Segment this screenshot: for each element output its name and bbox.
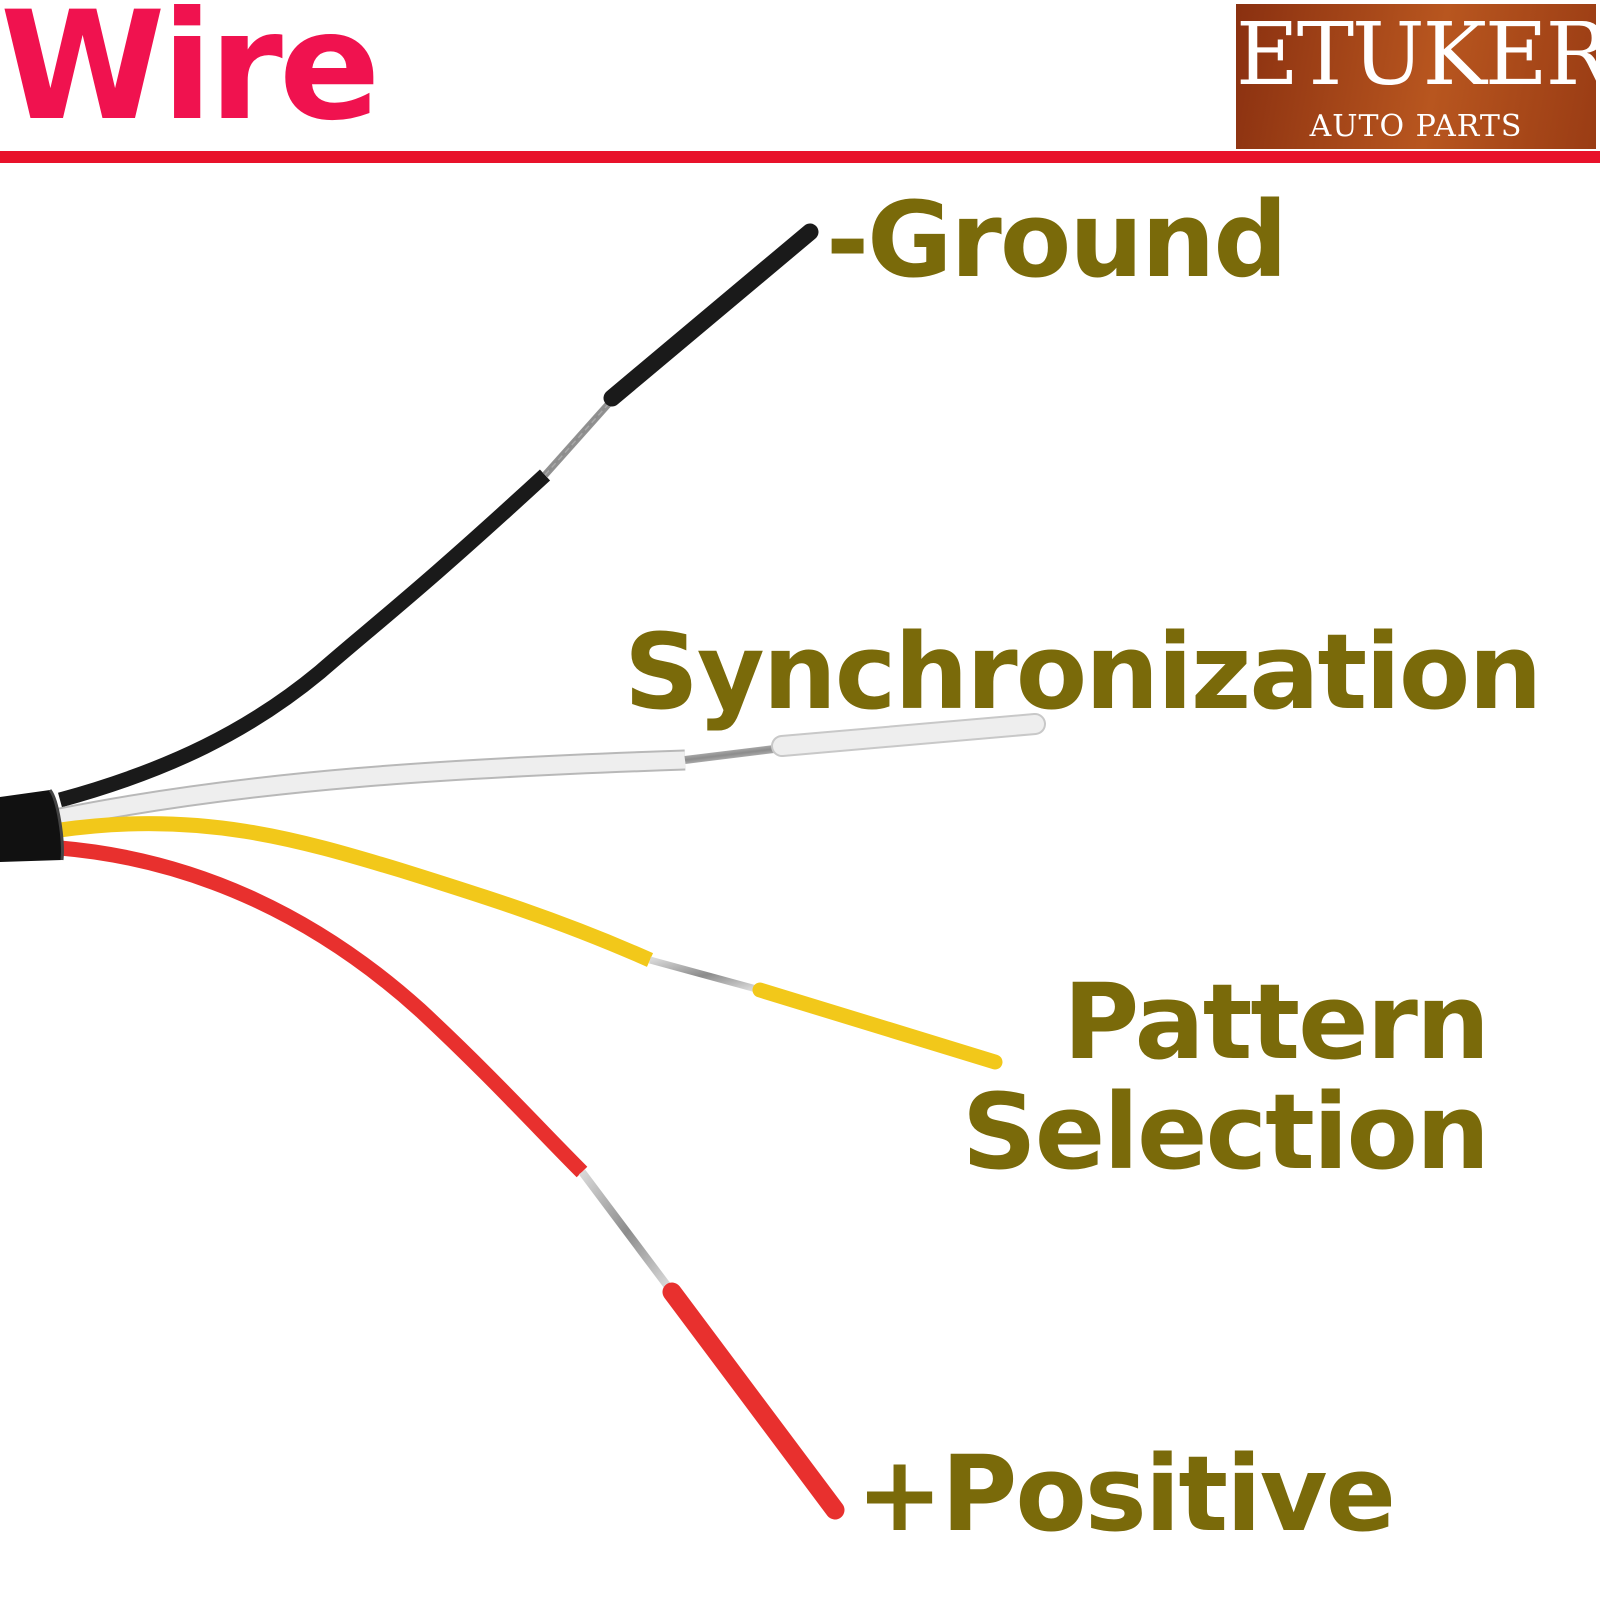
brand-logo: ETUKER AUTO PARTS bbox=[1236, 4, 1596, 149]
selection-label: Selection bbox=[961, 1071, 1490, 1193]
ground-wire bbox=[58, 223, 819, 808]
pattern-label: Pattern bbox=[1063, 961, 1490, 1083]
page-title: Wire bbox=[0, 0, 381, 154]
logo-subtitle-text: AUTO PARTS bbox=[1309, 109, 1523, 144]
logo-brand-text: ETUKER bbox=[1236, 5, 1596, 105]
synchronization-label: Synchronization bbox=[624, 611, 1542, 733]
header-rule bbox=[0, 151, 1600, 163]
pattern-selection-wire bbox=[58, 816, 1003, 1070]
positive-wire bbox=[59, 840, 845, 1520]
synchronization-wire bbox=[57, 713, 1046, 829]
cable-jacket bbox=[0, 789, 64, 862]
positive-label: +Positive bbox=[856, 1433, 1396, 1555]
ground-label: -Ground bbox=[826, 179, 1288, 301]
